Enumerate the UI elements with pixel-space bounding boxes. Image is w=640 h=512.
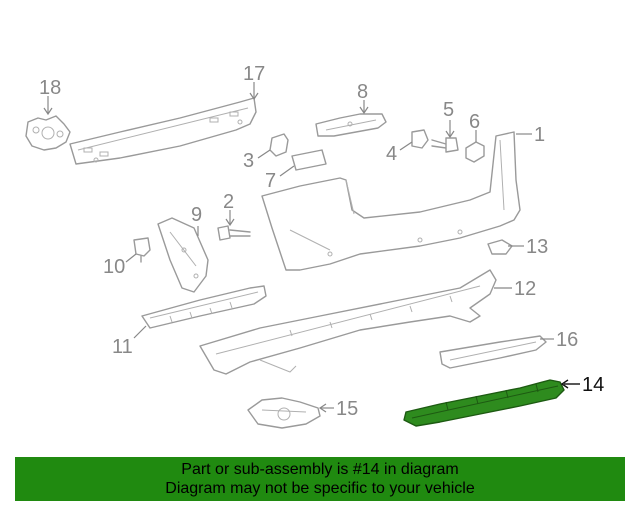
callout-15: 15 [336, 398, 358, 420]
callout-9: 9 [191, 204, 202, 226]
callout-12: 12 [514, 278, 536, 300]
callout-6: 6 [469, 111, 480, 133]
banner-line-disclaimer: Diagram may not be specific to your vehi… [165, 480, 475, 497]
banner-line-part: Part or sub-assembly is #14 in diagram [181, 461, 459, 478]
leader-4 [399, 141, 413, 151]
part-8-bracket[interactable] [315, 113, 387, 137]
callout-8: 8 [357, 81, 368, 103]
part-6-cap[interactable] [465, 141, 485, 163]
callout-14: 14 [582, 374, 604, 396]
callout-17: 17 [243, 63, 265, 85]
callout-16: 16 [556, 329, 578, 351]
callout-1: 1 [534, 124, 545, 146]
leader-7 [279, 165, 295, 177]
part-11-lower-bracket[interactable] [141, 285, 267, 329]
part-5-bolt[interactable] [431, 137, 459, 153]
part-13-clip[interactable] [487, 239, 513, 255]
leader-3 [257, 149, 271, 159]
part-14-highlighted[interactable] [403, 379, 565, 427]
callout-10: 10 [103, 256, 125, 278]
part-2-bolt[interactable] [217, 225, 251, 241]
part-9-bracket[interactable] [157, 217, 209, 293]
callout-18: 18 [39, 77, 61, 99]
callout-7: 7 [265, 170, 276, 192]
part-3-clip[interactable] [269, 133, 289, 157]
callout-2: 2 [223, 191, 234, 213]
part-15-bracket[interactable] [247, 397, 321, 429]
leader-10 [125, 253, 137, 263]
part-16-trim-strip[interactable] [439, 335, 547, 369]
callout-4: 4 [386, 143, 397, 165]
part-4-clip[interactable] [411, 129, 429, 149]
part-10-clip[interactable] [133, 237, 151, 263]
part-12-lower-cover[interactable] [199, 269, 497, 375]
leader-11 [133, 325, 147, 339]
part-7-plate[interactable] [291, 149, 327, 171]
callout-5: 5 [443, 99, 454, 121]
callout-3: 3 [243, 150, 254, 172]
part-info-banner: Part or sub-assembly is #14 in diagram D… [15, 457, 625, 501]
callout-13: 13 [526, 236, 548, 258]
part-18-bracket[interactable] [25, 115, 71, 151]
parts-diagram: 18 17 8 3 7 4 5 [25, 63, 604, 429]
part-17-reinforcement-beam[interactable] [69, 97, 257, 165]
callout-11: 11 [112, 336, 133, 358]
part-1-bumper-cover[interactable] [261, 131, 521, 271]
